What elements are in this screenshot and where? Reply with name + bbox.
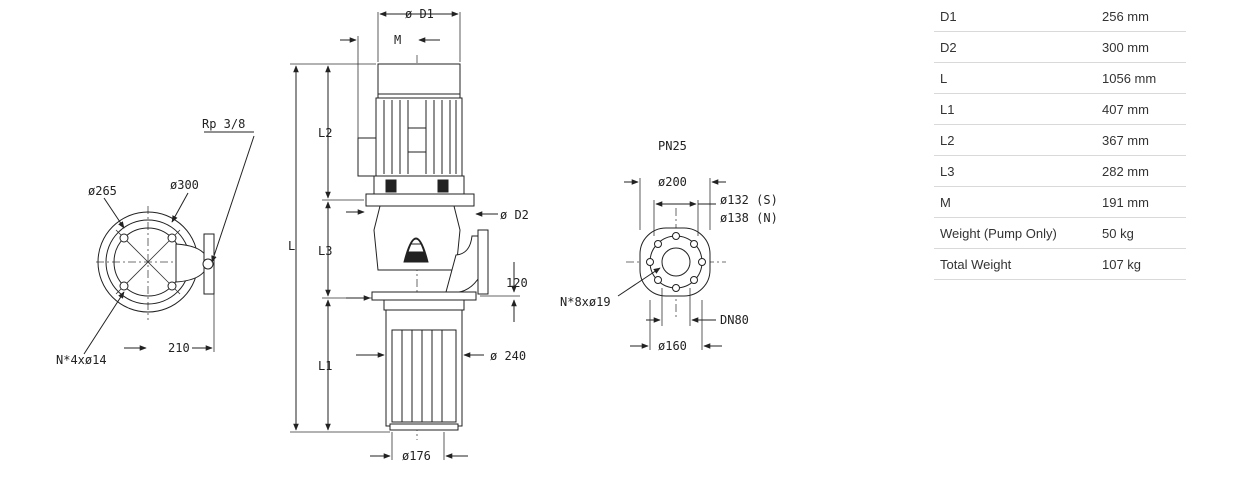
l3-label: L3 xyxy=(318,244,332,258)
spec-label: L2 xyxy=(934,124,1094,156)
spec-label: Weight (Pump Only) xyxy=(934,217,1094,249)
spec-value: 367 mm xyxy=(1094,124,1186,156)
front-view: ø D1 M L L2 L3 L1 ø D2 120 ø 240 xyxy=(288,7,529,463)
holes8-label: N*8xø19 xyxy=(560,295,611,309)
d138-label: ø138 (N) xyxy=(720,211,778,225)
spec-value: 407 mm xyxy=(1094,93,1186,125)
l-label: L xyxy=(288,239,295,253)
rp-label: Rp 3/8 xyxy=(202,117,245,131)
spec-label: Total Weight xyxy=(934,248,1094,280)
d200-label: ø200 xyxy=(658,175,687,189)
spec-label: L3 xyxy=(934,155,1094,187)
m-label: M xyxy=(394,33,401,47)
dim-176-label: ø176 xyxy=(402,449,431,463)
top-view: Rp 3/8 ø265 ø300 N*4xø14 210 xyxy=(56,117,255,367)
d300-label: ø300 xyxy=(170,178,199,192)
holes4-label: N*4xø14 xyxy=(56,353,107,367)
spec-value: 256 mm xyxy=(1094,1,1186,32)
spec-row: Weight (Pump Only)50 kg xyxy=(934,217,1186,249)
l2-label: L2 xyxy=(318,126,332,140)
spec-value: 50 kg xyxy=(1094,217,1186,249)
flange-view: PN25 ø200 ø132 (S) ø138 (N) N*8xø19 xyxy=(560,139,778,353)
d2-label: ø D2 xyxy=(500,208,529,222)
d1-label: ø D1 xyxy=(405,7,434,21)
d132-label: ø132 (S) xyxy=(720,193,778,207)
spec-label: D2 xyxy=(934,31,1094,63)
spec-label: L1 xyxy=(934,93,1094,125)
spec-value: 107 kg xyxy=(1094,248,1186,280)
pn-label: PN25 xyxy=(658,139,687,153)
l1-label: L1 xyxy=(318,359,332,373)
spec-value: 191 mm xyxy=(1094,186,1186,218)
spec-label: L xyxy=(934,62,1094,94)
dim-210-label: 210 xyxy=(168,341,190,355)
dim-120-label: 120 xyxy=(506,276,528,290)
spec-label: M xyxy=(934,186,1094,218)
d265-label: ø265 xyxy=(88,184,117,198)
spec-label: D1 xyxy=(934,1,1094,32)
dim-240-label: ø 240 xyxy=(490,349,526,363)
spec-value: 1056 mm xyxy=(1094,62,1186,94)
d160-label: ø160 xyxy=(658,339,687,353)
spec-value: 300 mm xyxy=(1094,31,1186,63)
dn-label: DN80 xyxy=(720,313,749,327)
spec-value: 282 mm xyxy=(1094,155,1186,187)
pump-dimension-drawing: ø D1 M L L2 L3 L1 ø D2 120 ø 240 xyxy=(56,7,778,463)
